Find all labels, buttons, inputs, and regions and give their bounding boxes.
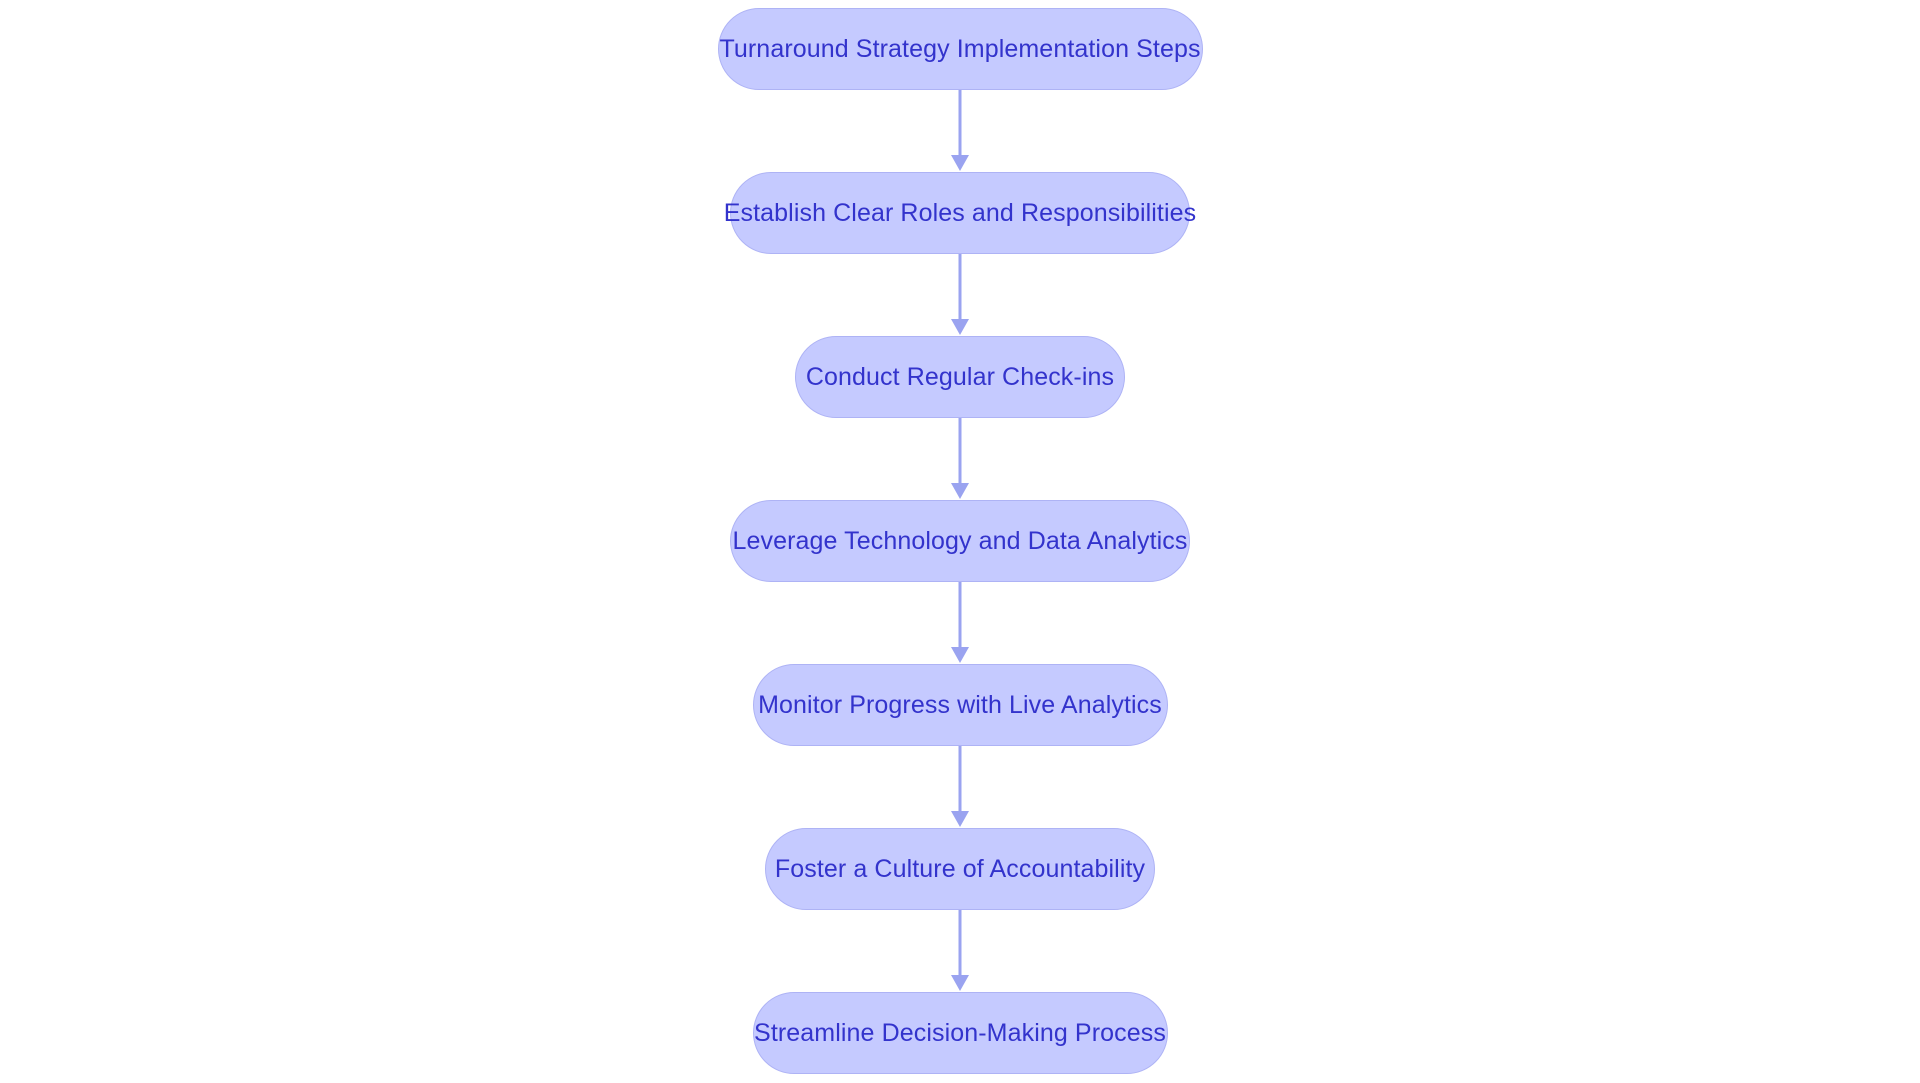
flow-node-6[interactable]: Foster a Culture of Accountability	[765, 828, 1155, 910]
arrow-down-icon	[951, 811, 969, 827]
flow-node-3[interactable]: Conduct Regular Check-ins	[795, 336, 1125, 418]
flow-node-2[interactable]: Establish Clear Roles and Responsibiliti…	[724, 172, 1196, 254]
connector-line	[958, 254, 962, 320]
connector-line	[958, 418, 962, 484]
flow-connector-2-3	[948, 254, 972, 336]
flow-connector-6-7	[948, 910, 972, 992]
connector-line	[958, 90, 962, 156]
flow-node-4-label: Leverage Technology and Data Analytics	[732, 526, 1188, 555]
arrow-down-icon	[951, 975, 969, 991]
flow-node-7[interactable]: Streamline Decision-Making Process	[752, 992, 1168, 1074]
arrow-down-icon	[951, 319, 969, 335]
arrow-down-icon	[951, 483, 969, 499]
flow-node-2-label: Establish Clear Roles and Responsibiliti…	[723, 198, 1197, 227]
flow-node-5[interactable]: Monitor Progress with Live Analytics	[752, 664, 1168, 746]
flow-node-4[interactable]: Leverage Technology and Data Analytics	[730, 500, 1190, 582]
flow-node-1-label: Turnaround Strategy Implementation Steps	[719, 34, 1201, 63]
connector-line	[958, 582, 962, 648]
flow-node-1[interactable]: Turnaround Strategy Implementation Steps	[717, 8, 1203, 90]
flow-node-5-label: Monitor Progress with Live Analytics	[758, 690, 1162, 719]
arrow-down-icon	[951, 155, 969, 171]
connector-line	[958, 910, 962, 976]
arrow-down-icon	[951, 647, 969, 663]
connector-line	[958, 746, 962, 812]
flow-connector-3-4	[948, 418, 972, 500]
flow-connector-5-6	[948, 746, 972, 828]
flow-connector-1-2	[948, 90, 972, 172]
flow-connector-4-5	[948, 582, 972, 664]
flow-node-7-label: Streamline Decision-Making Process	[754, 1018, 1166, 1047]
flow-node-3-label: Conduct Regular Check-ins	[805, 362, 1115, 391]
flow-node-6-label: Foster a Culture of Accountability	[774, 854, 1146, 883]
